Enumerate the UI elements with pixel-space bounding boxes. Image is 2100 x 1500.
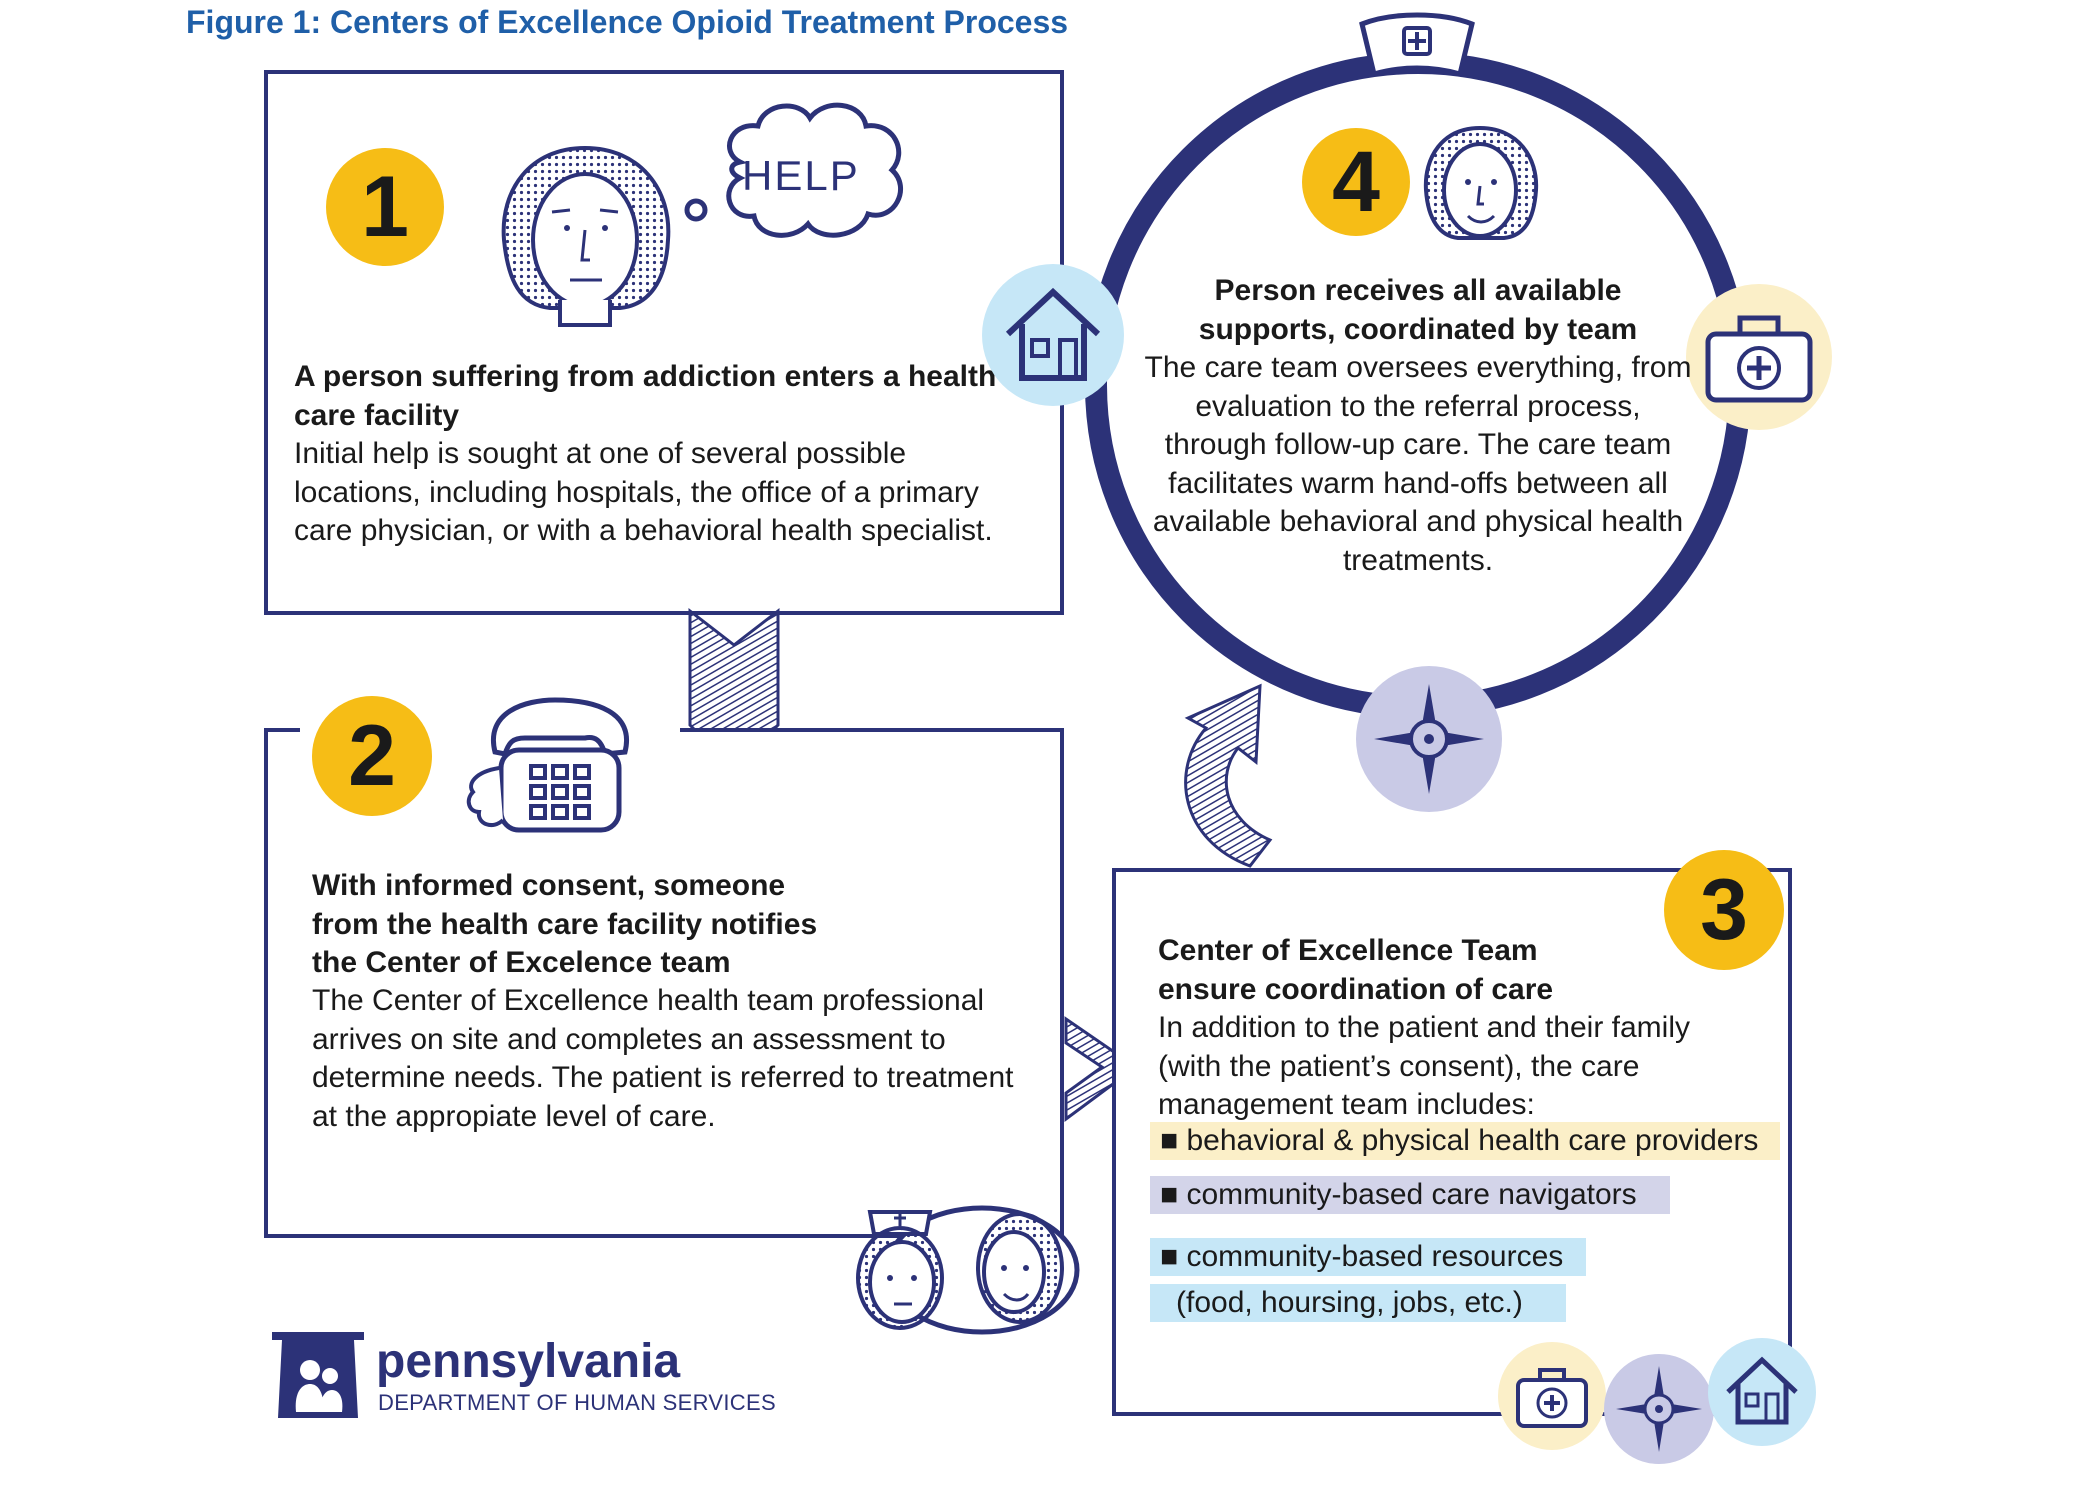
step-1-body: Initial help is sought at one of several… xyxy=(294,437,993,547)
step-3-body-wrap: In addition to the patient and their fam… xyxy=(1158,1009,1758,1125)
step-2-text: With informed consent, someone from the … xyxy=(312,867,832,983)
team-item-providers: ■ behavioral & physical health care prov… xyxy=(1150,1122,1780,1160)
step-1-text: A person suffering from addiction enters… xyxy=(294,358,1034,551)
person-icon xyxy=(501,145,671,327)
logo-name: pennsylvania xyxy=(376,1335,681,1388)
person-icon xyxy=(1423,125,1539,240)
step-1-badge: 1 xyxy=(326,148,444,266)
figure-title: Figure 1: Centers of Excellence Opioid T… xyxy=(186,4,1069,40)
arrow-icon xyxy=(1184,683,1273,868)
step-2-body: The Center of Excellence health team pro… xyxy=(312,984,1014,1133)
step-3-heading: Center of Excellence Team ensure coordin… xyxy=(1158,934,1554,1006)
step-3-text: Center of Excellence Team ensure coordin… xyxy=(1158,932,1638,1009)
thought-bubble-icon xyxy=(684,102,904,238)
keystone-logo-icon xyxy=(272,1332,364,1418)
step-2-body-wrap: The Center of Excellence health team pro… xyxy=(312,982,1032,1136)
help-bubble-text: HELP xyxy=(742,152,860,199)
step-4-body: The care team oversees everything, from … xyxy=(1144,351,1692,577)
nurse-icon xyxy=(1359,12,1475,78)
step-3-body: In addition to the patient and their fam… xyxy=(1158,1011,1691,1121)
team-item-resources-detail: (food, hoursing, jobs, etc.) xyxy=(1150,1284,1566,1322)
telephone-icon xyxy=(466,697,629,833)
logo-department: DEPARTMENT OF HUMAN SERVICES xyxy=(378,1390,776,1415)
team-item-resources: ■ community-based resources xyxy=(1150,1238,1586,1276)
compass-icon xyxy=(1356,666,1502,812)
compass-icon xyxy=(1604,1354,1714,1464)
step-3-badge: 3 xyxy=(1664,850,1784,970)
medical-kit-icon xyxy=(1498,1342,1606,1450)
medical-kit-icon xyxy=(1686,284,1832,430)
house-icon xyxy=(1708,1338,1816,1446)
step-2-heading: With informed consent, someone from the … xyxy=(312,869,818,979)
house-icon xyxy=(982,264,1124,406)
team-item-navigators: ■ community-based care navigators xyxy=(1150,1176,1670,1214)
step-4-text: Person receives all available supports, … xyxy=(1140,272,1696,580)
step-4-heading: Person receives all available supports, … xyxy=(1198,274,1638,346)
step-1-heading: A person suffering from addiction enters… xyxy=(294,360,997,432)
step-4-badge: 4 xyxy=(1302,128,1410,236)
nurse-icon xyxy=(856,1205,1080,1335)
step-2-badge: 2 xyxy=(312,696,432,816)
